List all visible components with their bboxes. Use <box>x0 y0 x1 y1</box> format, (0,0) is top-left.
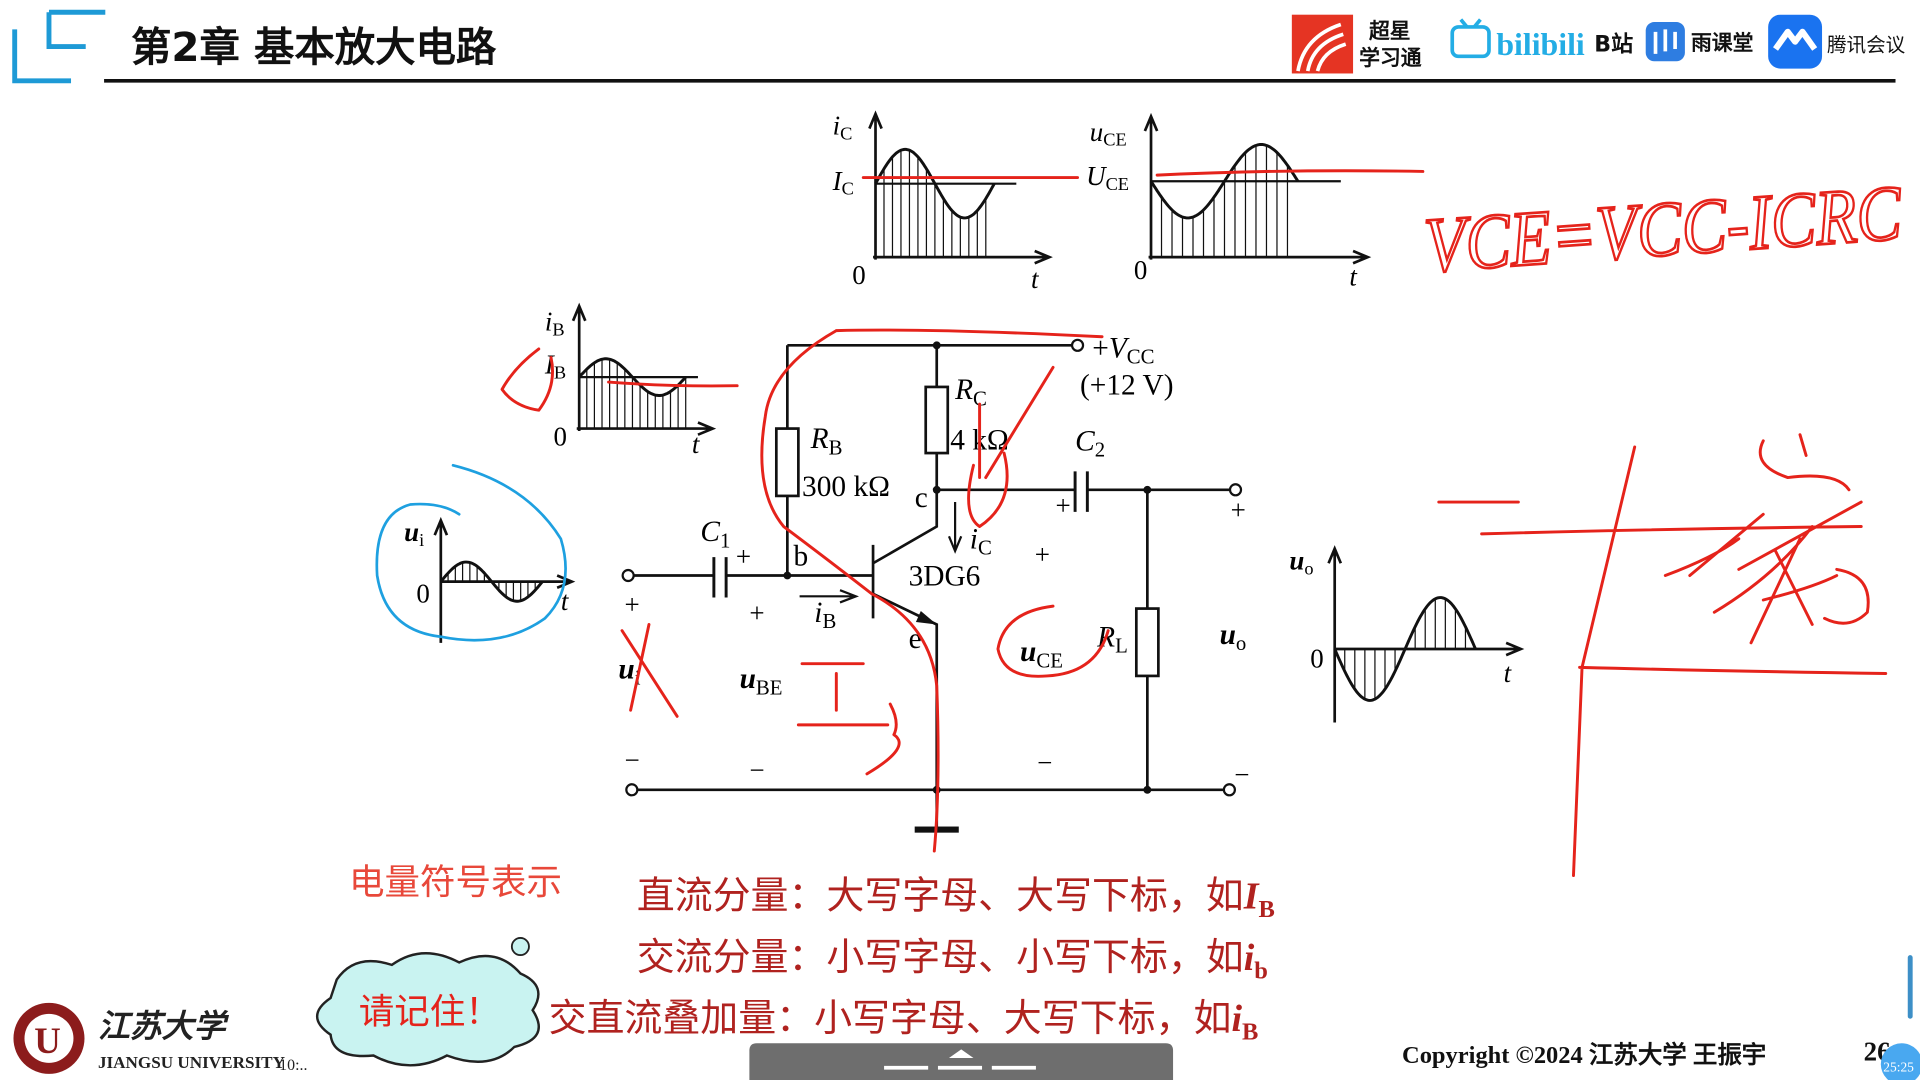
capacitor-c1 <box>712 557 728 598</box>
svg-text:−: − <box>624 745 639 775</box>
uce-axis-label: uCE <box>1090 117 1127 150</box>
uo-origin: 0 <box>1310 643 1323 673</box>
svg-text:+: + <box>736 542 751 572</box>
ic-axis-label: iC <box>833 111 853 144</box>
uo-waveform <box>1333 596 1477 702</box>
resistor-rb <box>774 427 800 498</box>
timer-badge[interactable] <box>1880 1043 1920 1085</box>
yuketang-label: 雨课堂 <box>1691 31 1753 55</box>
chaoxing-logo: 超星 学习通 <box>1291 14 1422 74</box>
uce-graph: uCE UCE 0 t <box>1086 112 1372 291</box>
rl-label: RL <box>1096 622 1128 658</box>
notes: 电量符号表示 直流分量：大写字母、大写下标，如IB 交流分量：小写字母、小写下标… <box>315 862 1275 1067</box>
svg-text:−: − <box>1037 747 1052 777</box>
transistor-label: 3DG6 <box>909 560 981 592</box>
svg-text:+: + <box>1056 490 1071 520</box>
uo-label: uo <box>1220 619 1247 655</box>
c1-label: C1 <box>700 516 730 552</box>
ui-origin: 0 <box>416 578 429 608</box>
resistor-rc <box>924 385 950 455</box>
vcc-label: +VCC <box>1092 333 1154 369</box>
yuketang-logo: 雨课堂 <box>1645 22 1753 62</box>
chapter-bracket-icon <box>12 9 106 84</box>
note-dc: 直流分量：大写字母、大写下标，如IB <box>637 874 1275 924</box>
ib-dc-label: IB <box>544 349 566 382</box>
time-text: 10:.. <box>279 1057 307 1074</box>
university-name-cn: 江苏大学 <box>98 1007 229 1045</box>
handwritten-formula: VCE=VCC-ICRC <box>1422 169 1905 289</box>
svg-text:−: − <box>1234 760 1249 790</box>
ib-axis-label: iB <box>545 307 565 340</box>
expand-up-icon[interactable] <box>948 1049 974 1058</box>
svg-text:U: U <box>34 1020 61 1061</box>
polarity-marks: + + + + + + − − − − <box>624 490 1249 789</box>
scrollbar[interactable] <box>1907 955 1913 1019</box>
ic-dc-label: IC <box>832 166 854 199</box>
node-b: b <box>793 541 808 573</box>
uce-time-label: t <box>1349 261 1358 291</box>
bzhan-label: B站 <box>1594 32 1633 57</box>
ic-graph: iC IC 0 t <box>832 110 1053 294</box>
ic-origin: 0 <box>852 260 865 290</box>
ube-label: uBE <box>740 663 783 699</box>
ui-time-label: t <box>561 586 570 616</box>
ib-arrow-icon <box>799 589 859 604</box>
university-name-en: JIANGSU UNIVERSITY <box>98 1053 286 1072</box>
capacitor-c2 <box>1073 471 1089 512</box>
emitter-arrow-icon <box>915 611 937 625</box>
copyright: Copyright ©2024 江苏大学 王振宇 <box>1402 1040 1766 1069</box>
note-ac: 交流分量：小写字母、小写下标，如ib <box>637 935 1268 985</box>
svg-text:+: + <box>749 598 764 628</box>
amplifier-circuit: +VCC (+12 V) RC 4 kΩ RB 300 kΩ C2 C1 RL … <box>618 333 1249 833</box>
bilibili-label: bilibili <box>1496 27 1585 62</box>
waveform-graphs: iC IC 0 t uCE UCE 0 t iB IB 0 t ui 0 t <box>404 110 1525 723</box>
ib-origin: 0 <box>553 422 566 452</box>
ui-axis-label: ui <box>404 517 424 550</box>
ib-time-label: t <box>692 429 701 459</box>
note-mixed: 交直流叠加量：小写字母、大写下标，如iB <box>549 996 1259 1046</box>
resistor-rl <box>1134 607 1160 678</box>
svg-text:−: − <box>749 755 764 785</box>
svg-text:+: + <box>1231 495 1246 525</box>
timer-text: 25:25 <box>1883 1059 1914 1074</box>
node-e: e <box>909 623 922 655</box>
reminder-cloud: 请记住！ <box>315 937 540 1067</box>
terminals <box>621 338 1243 797</box>
uo-axis-label: uo <box>1289 545 1313 578</box>
tencent-meeting-logo: 腾讯会议 <box>1768 14 1906 69</box>
rb-value: 300 kΩ <box>802 471 890 503</box>
notes-heading: 电量符号表示 <box>349 862 562 903</box>
presentation-toolbar[interactable] <box>749 1043 1174 1080</box>
header: 第2章 基本放大电路 超星 学习通 bilibili B站 雨课堂 腾讯会议 <box>12 9 1906 84</box>
rb-label: RB <box>810 423 843 459</box>
footer: U 江苏大学 JIANGSU UNIVERSITY 10:.. Copyrigh… <box>13 955 1920 1085</box>
svg-text:+: + <box>624 589 639 619</box>
ui-waveform <box>439 560 544 603</box>
svg-text:+: + <box>1035 539 1050 569</box>
chaoxing-label-1: 超星 <box>1368 19 1411 43</box>
rc-label: RC <box>954 374 987 410</box>
ic-label: iC <box>970 524 992 560</box>
node-c: c <box>915 482 928 514</box>
chaoxing-label-2: 学习通 <box>1359 46 1422 70</box>
vcc-value: (+12 V) <box>1080 369 1174 401</box>
ui-graph: ui 0 t <box>404 516 576 643</box>
uce-label: uCE <box>1020 636 1063 672</box>
ib-graph: iB IB 0 t <box>544 302 717 459</box>
reminder-text: 请记住！ <box>359 992 501 1033</box>
uce-origin: 0 <box>1134 255 1147 285</box>
bilibili-logo: bilibili B站 <box>1450 18 1633 62</box>
uo-graph: uo 0 t <box>1289 545 1525 723</box>
uce-dc-label: UCE <box>1086 161 1129 194</box>
tencent-meeting-label: 腾讯会议 <box>1827 33 1906 56</box>
ib-label: iB <box>814 597 836 633</box>
university-logo: U 江苏大学 JIANGSU UNIVERSITY <box>13 1002 286 1074</box>
ic-time-label: t <box>1031 264 1040 294</box>
ic-arrow-icon <box>947 502 963 554</box>
c2-label: C2 <box>1075 426 1105 462</box>
page-title: 第2章 基本放大电路 <box>131 23 497 71</box>
uo-time-label: t <box>1504 658 1513 688</box>
